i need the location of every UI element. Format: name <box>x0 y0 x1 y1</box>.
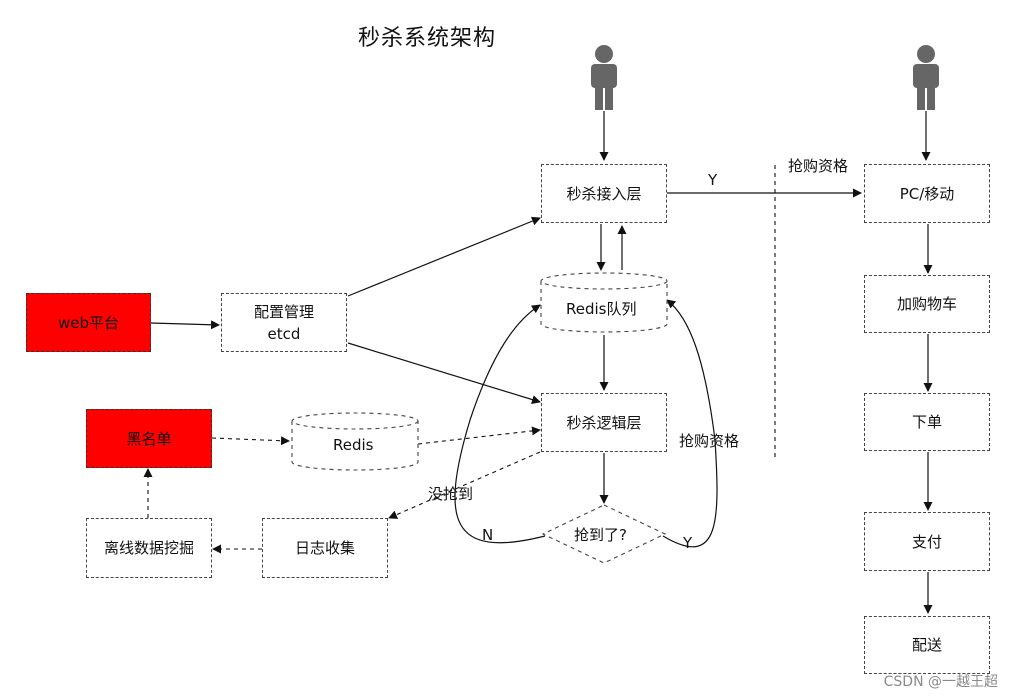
payment: 支付 <box>864 512 990 571</box>
seckill-logic-label: 秒杀逻辑层 <box>566 413 642 432</box>
solid-arrows <box>150 111 933 614</box>
blacklist: 黑名单 <box>86 409 212 468</box>
place-order: 下单 <box>864 393 990 451</box>
edge-label-n: N <box>482 526 494 544</box>
edge-label-y-bottom: Y <box>683 534 693 552</box>
edge-label-not-grabbed: 没抢到 <box>428 485 474 503</box>
payment-label: 支付 <box>911 532 942 551</box>
log-collection-label: 日志收集 <box>294 539 355 557</box>
dashed-arrows <box>143 426 541 554</box>
offline-data-mining-label: 离线数据挖掘 <box>103 539 194 557</box>
user-icon-left <box>591 45 617 110</box>
user-icon-right <box>913 45 939 110</box>
blacklist-label: 黑名单 <box>126 429 172 448</box>
seckill-logic-layer: 秒杀逻辑层 <box>541 393 667 452</box>
watermark: CSDN @一越王超 <box>883 674 998 690</box>
add-to-cart-label: 加购物车 <box>896 295 957 313</box>
redis-cylinder <box>291 412 419 471</box>
config-management: 配置管理 etcd <box>221 293 347 352</box>
delivery-label: 配送 <box>911 636 942 654</box>
redis-queue-label: Redis队列 <box>566 300 637 318</box>
offline-data-mining: 离线数据挖掘 <box>86 518 212 578</box>
place-order-label: 下单 <box>911 413 942 431</box>
decision-label: 抢到了? <box>574 526 627 544</box>
redis-queue-cylinder <box>540 272 668 333</box>
web-platform: web平台 <box>26 293 151 352</box>
config-label-line2: etcd <box>267 324 301 343</box>
log-collection: 日志收集 <box>262 518 388 578</box>
redis-label: Redis <box>333 436 374 454</box>
web-platform-label: web平台 <box>57 313 120 332</box>
config-label-line1: 配置管理 <box>253 302 314 321</box>
edge-label-qualification-top: 抢购资格 <box>788 157 849 175</box>
delivery: 配送 <box>864 616 990 674</box>
decision-diamond <box>541 504 667 564</box>
edge-label-y-top: Y <box>708 171 718 189</box>
diagram-title: 秒杀系统架构 <box>358 26 497 51</box>
pc-mobile: PC/移动 <box>864 164 990 223</box>
pc-mobile-label: PC/移动 <box>899 184 955 203</box>
seckill-access-label: 秒杀接入层 <box>566 184 642 203</box>
edge-label-qualification-mid: 抢购资格 <box>679 432 740 450</box>
seckill-access-layer: 秒杀接入层 <box>541 164 667 223</box>
add-to-cart: 加购物车 <box>864 275 990 333</box>
